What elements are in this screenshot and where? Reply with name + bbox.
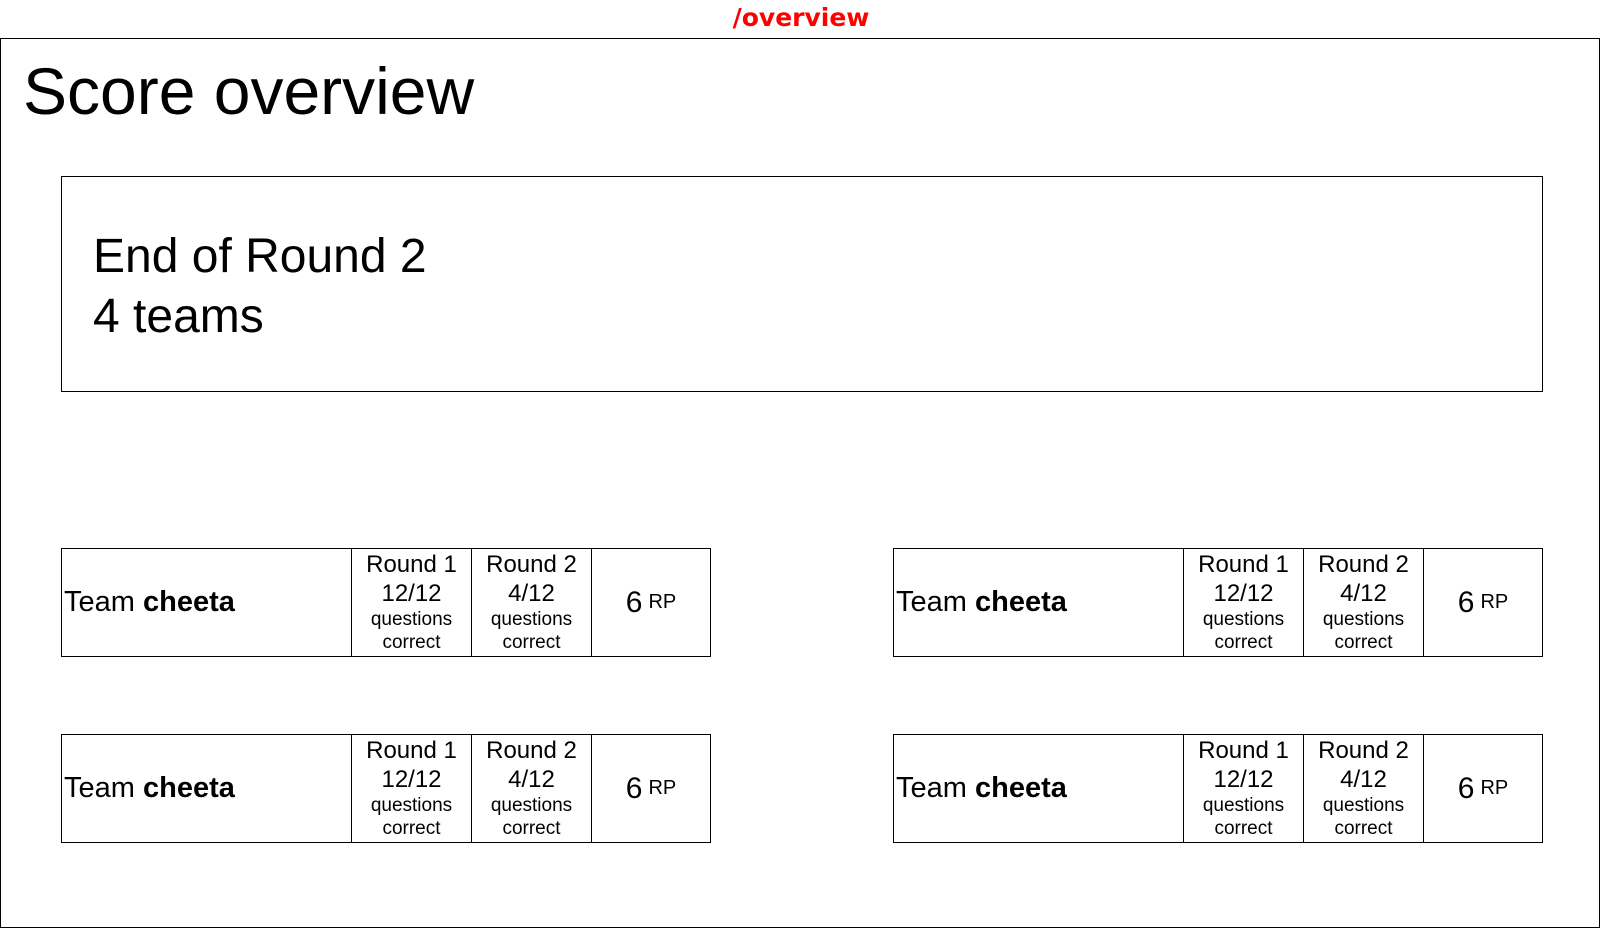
ranking-points-unit: RP	[648, 591, 677, 613]
ranking-points-value: 6	[1457, 585, 1475, 619]
round-caption: correct	[502, 632, 561, 653]
round-caption: correct	[1334, 632, 1393, 653]
page-frame: Score overview End of Round 2 4 teams Te…	[0, 38, 1600, 928]
page-title: Score overview	[23, 54, 475, 128]
ranking-points-cell: 6 RP	[1424, 735, 1542, 842]
team-card[interactable]: Team cheeta Round 1 12/12 questions corr…	[893, 548, 1543, 657]
round-score-cell: Round 2 4/12 questions correct	[1304, 735, 1424, 842]
team-name: cheeta	[142, 586, 235, 618]
round-status-card: End of Round 2 4 teams	[61, 176, 1543, 392]
round-score-cell: Round 1 12/12 questions correct	[352, 735, 472, 842]
team-prefix: Team	[64, 586, 135, 618]
round-label: Round 1	[1198, 551, 1289, 578]
ranking-points-unit: RP	[1480, 591, 1509, 613]
round-score: 12/12	[1213, 766, 1274, 793]
round-caption: correct	[1334, 818, 1393, 839]
round-score: 12/12	[1213, 580, 1274, 607]
round-caption: questions	[1202, 609, 1285, 630]
round-caption: correct	[382, 818, 441, 839]
round-score-cell: Round 2 4/12 questions correct	[472, 735, 592, 842]
team-card[interactable]: Team cheeta Round 1 12/12 questions corr…	[893, 734, 1543, 843]
ranking-points-value: 6	[625, 771, 643, 805]
round-score-cell: Round 2 4/12 questions correct	[1304, 549, 1424, 656]
ranking-points-unit: RP	[648, 777, 677, 799]
round-label: Round 1	[1198, 737, 1289, 764]
team-name-cell: Team cheeta	[62, 735, 352, 842]
round-caption: questions	[370, 795, 453, 816]
round-caption: questions	[1322, 609, 1405, 630]
round-score: 4/12	[508, 766, 555, 793]
round-label: Round 2	[1318, 737, 1409, 764]
round-score: 12/12	[381, 766, 442, 793]
round-score-cell: Round 1 12/12 questions correct	[352, 549, 472, 656]
round-score-cell: Round 1 12/12 questions correct	[1184, 549, 1304, 656]
round-score: 4/12	[1340, 766, 1387, 793]
ranking-points-cell: 6 RP	[592, 549, 710, 656]
round-caption: correct	[382, 632, 441, 653]
round-label: Round 2	[486, 737, 577, 764]
ranking-points-cell: 6 RP	[1424, 549, 1542, 656]
round-caption: correct	[1214, 818, 1273, 839]
route-label: /overview	[732, 3, 870, 32]
team-prefix: Team	[64, 772, 135, 804]
round-score: 4/12	[508, 580, 555, 607]
ranking-points-cell: 6 RP	[592, 735, 710, 842]
round-score: 12/12	[381, 580, 442, 607]
team-prefix: Team	[896, 772, 967, 804]
round-label: Round 1	[366, 737, 457, 764]
round-score-cell: Round 1 12/12 questions correct	[1184, 735, 1304, 842]
round-score: 4/12	[1340, 580, 1387, 607]
round-score-cell: Round 2 4/12 questions correct	[472, 549, 592, 656]
ranking-points-value: 6	[625, 585, 643, 619]
team-prefix: Team	[896, 586, 967, 618]
round-caption: questions	[1322, 795, 1405, 816]
round-label: Round 1	[366, 551, 457, 578]
round-caption: questions	[490, 609, 573, 630]
round-caption: questions	[370, 609, 453, 630]
team-name: cheeta	[974, 586, 1067, 618]
ranking-points-unit: RP	[1480, 777, 1509, 799]
team-name-cell: Team cheeta	[894, 735, 1184, 842]
team-name: cheeta	[974, 772, 1067, 804]
team-card[interactable]: Team cheeta Round 1 12/12 questions corr…	[61, 548, 711, 657]
round-label: Round 2	[486, 551, 577, 578]
team-name-cell: Team cheeta	[894, 549, 1184, 656]
round-label: Round 2	[1318, 551, 1409, 578]
team-count-text: 4 teams	[93, 290, 264, 343]
round-caption: correct	[502, 818, 561, 839]
team-card[interactable]: Team cheeta Round 1 12/12 questions corr…	[61, 734, 711, 843]
team-name-cell: Team cheeta	[62, 549, 352, 656]
round-caption: questions	[490, 795, 573, 816]
round-status-text: End of Round 2	[93, 230, 427, 283]
team-name: cheeta	[142, 772, 235, 804]
ranking-points-value: 6	[1457, 771, 1475, 805]
round-caption: questions	[1202, 795, 1285, 816]
round-caption: correct	[1214, 632, 1273, 653]
